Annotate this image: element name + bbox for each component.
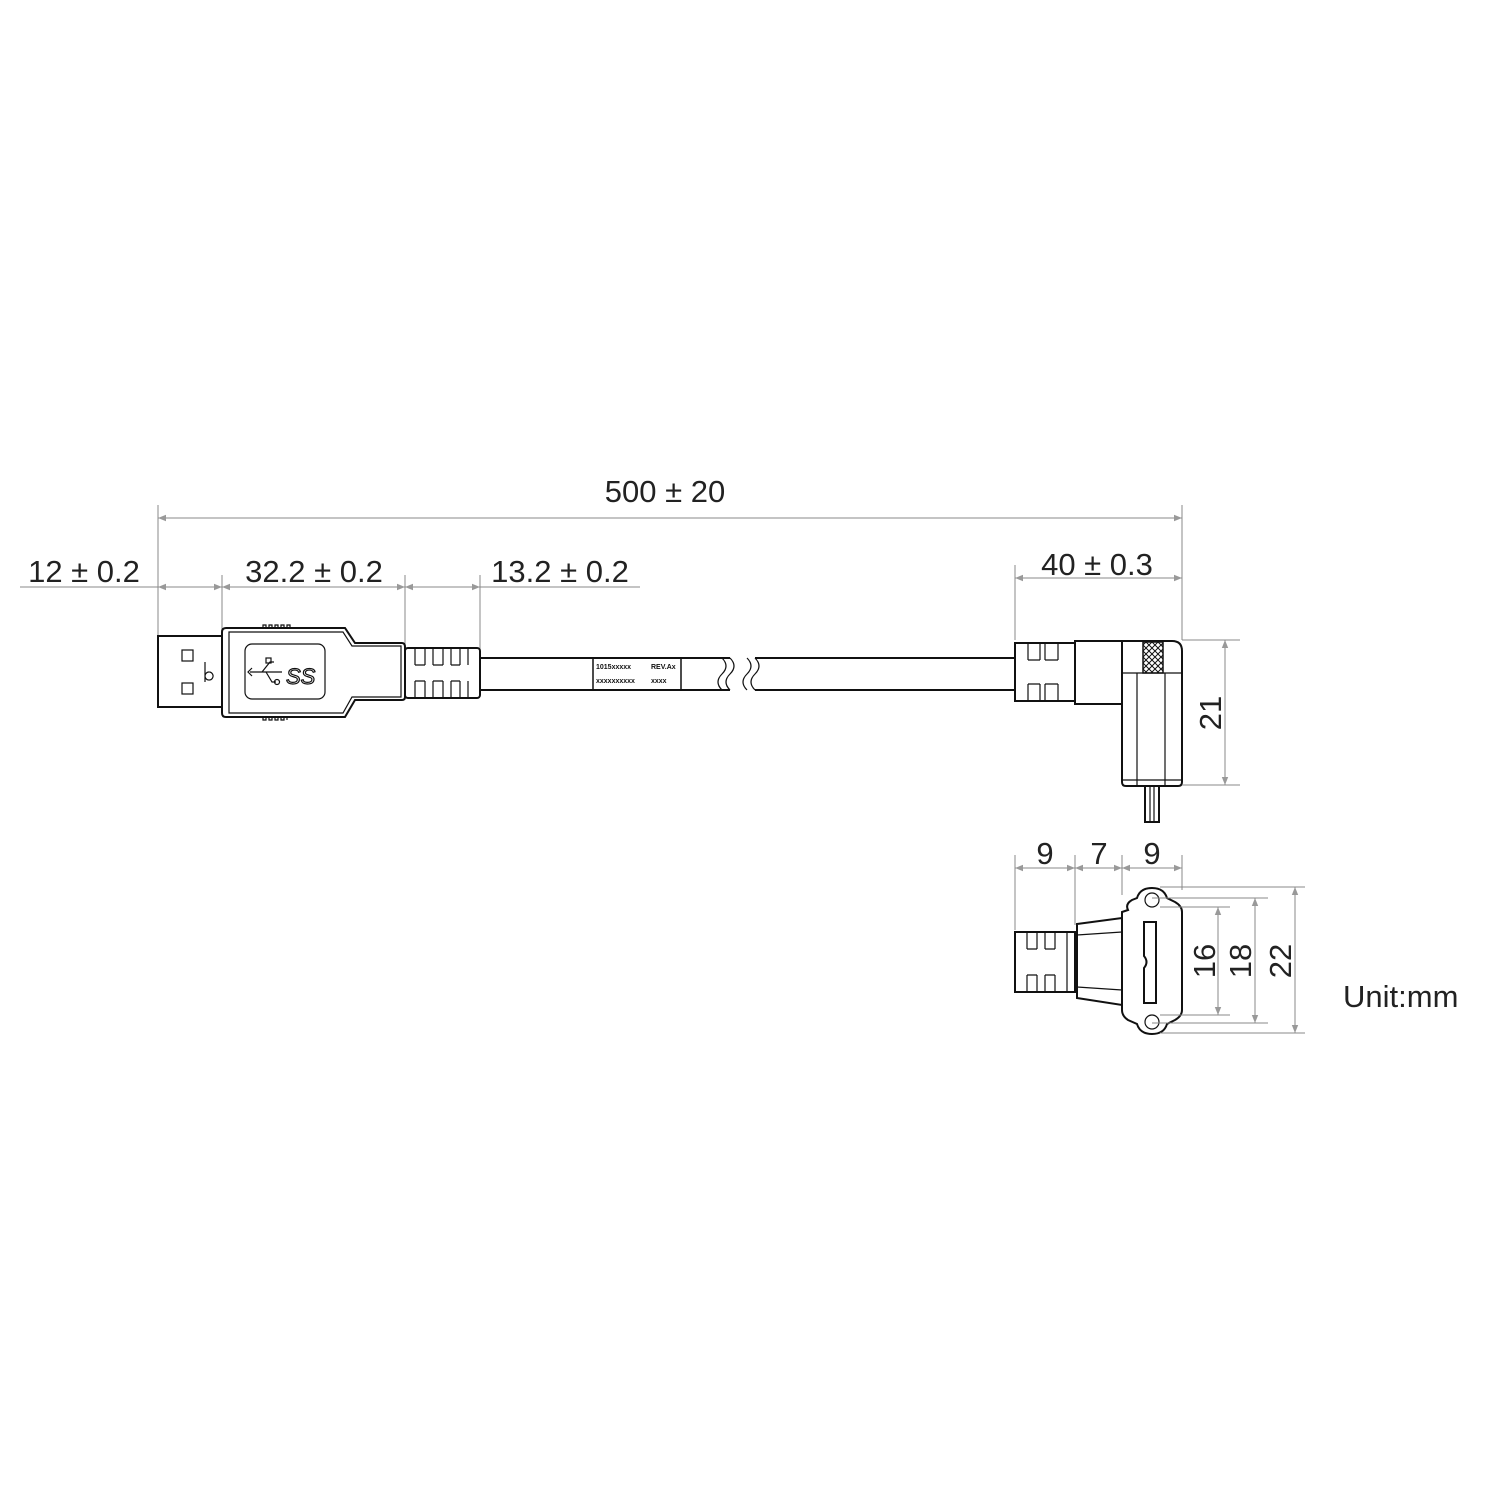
right-angle-micro-b-connector: 40 ± 0.3 21 (1014, 547, 1240, 823)
usb-a-plug: SS (157, 624, 406, 721)
end-view-mid-label: 7 (1090, 836, 1107, 871)
end-view-flange-label: 9 (1143, 836, 1160, 871)
cable-label-box (592, 657, 682, 691)
right-angle-height-label: 21 (1193, 696, 1228, 730)
end-view-hole-pitch-label: 18 (1223, 944, 1258, 978)
plug-dimensions: 12 ± 0.2 32.2 ± 0.2 13.2 ± 0.2 (20, 554, 640, 655)
right-angle-length-label: 40 ± 0.3 (1041, 547, 1153, 582)
plug-body-label: 32.2 ± 0.2 (245, 554, 383, 589)
cable-serial: xxxxxxxxxx (596, 678, 635, 685)
unit-label: Unit:mm (1343, 979, 1458, 1014)
cable-part-number: 1015xxxxx (596, 664, 631, 671)
total-length-label: 500 ± 20 (605, 474, 725, 509)
cable: 1015xxxxx REV.Ax xxxxxxxxxx xxxx (480, 657, 1015, 691)
usb-ss-logo-text: SS (286, 664, 316, 689)
connector-end-view: 9 7 9 16 18 22 (1014, 836, 1305, 1036)
usb-trident-icon (247, 657, 282, 686)
strain-relief-label: 13.2 ± 0.2 (491, 554, 629, 589)
end-view-outer-label: 22 (1263, 944, 1298, 978)
usb-ss-logo-frame (244, 643, 326, 700)
end-view-inner-label: 16 (1187, 944, 1222, 978)
total-length-dimension: 500 ± 20 (157, 474, 1183, 640)
end-view-boot-label: 9 (1036, 836, 1053, 871)
cable-break-right (742, 657, 760, 691)
cable-break-left (717, 657, 735, 691)
cable-date: xxxx (651, 678, 667, 685)
cable-revision: REV.Ax (651, 664, 676, 671)
left-strain-relief (404, 647, 481, 699)
plug-tip-label: 12 ± 0.2 (28, 554, 140, 589)
